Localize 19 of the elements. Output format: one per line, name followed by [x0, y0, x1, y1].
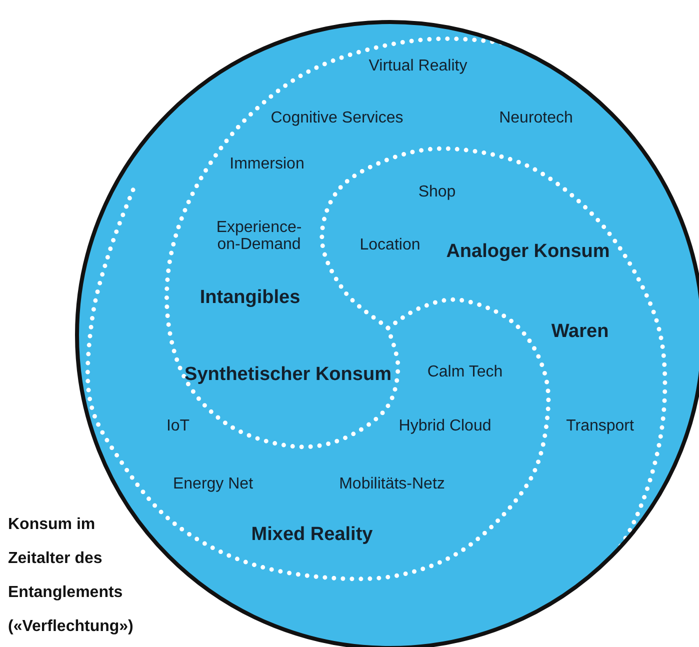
- topic-label: Shop: [418, 184, 456, 200]
- caption: Konsum im Zeitalter des Entanglements («Verflechtung»): [8, 515, 134, 637]
- region-title: Waren: [551, 320, 609, 344]
- topic-label: Mobilitäts-Netz: [339, 476, 445, 492]
- region-title: Mixed Reality: [251, 523, 373, 547]
- region-title: Analoger Konsum: [446, 240, 610, 264]
- topic-label: IoT: [166, 418, 190, 434]
- topic-label: Neurotech: [499, 110, 573, 126]
- topic-label: Virtual Reality: [368, 58, 468, 74]
- topic-label: Hybrid Cloud: [398, 418, 492, 434]
- topic-label: Calm Tech: [427, 364, 503, 380]
- region-title: Intangibles: [200, 286, 300, 310]
- topic-label: Immersion: [230, 156, 304, 172]
- topic-label: Cognitive Services: [270, 110, 404, 126]
- topic-label: Experience-on-Demand: [215, 219, 303, 253]
- topic-label: Transport: [566, 418, 634, 434]
- region-title: Synthetischer Konsum: [184, 363, 392, 387]
- topic-label: Energy Net: [172, 476, 254, 492]
- topic-label: Location: [360, 236, 420, 254]
